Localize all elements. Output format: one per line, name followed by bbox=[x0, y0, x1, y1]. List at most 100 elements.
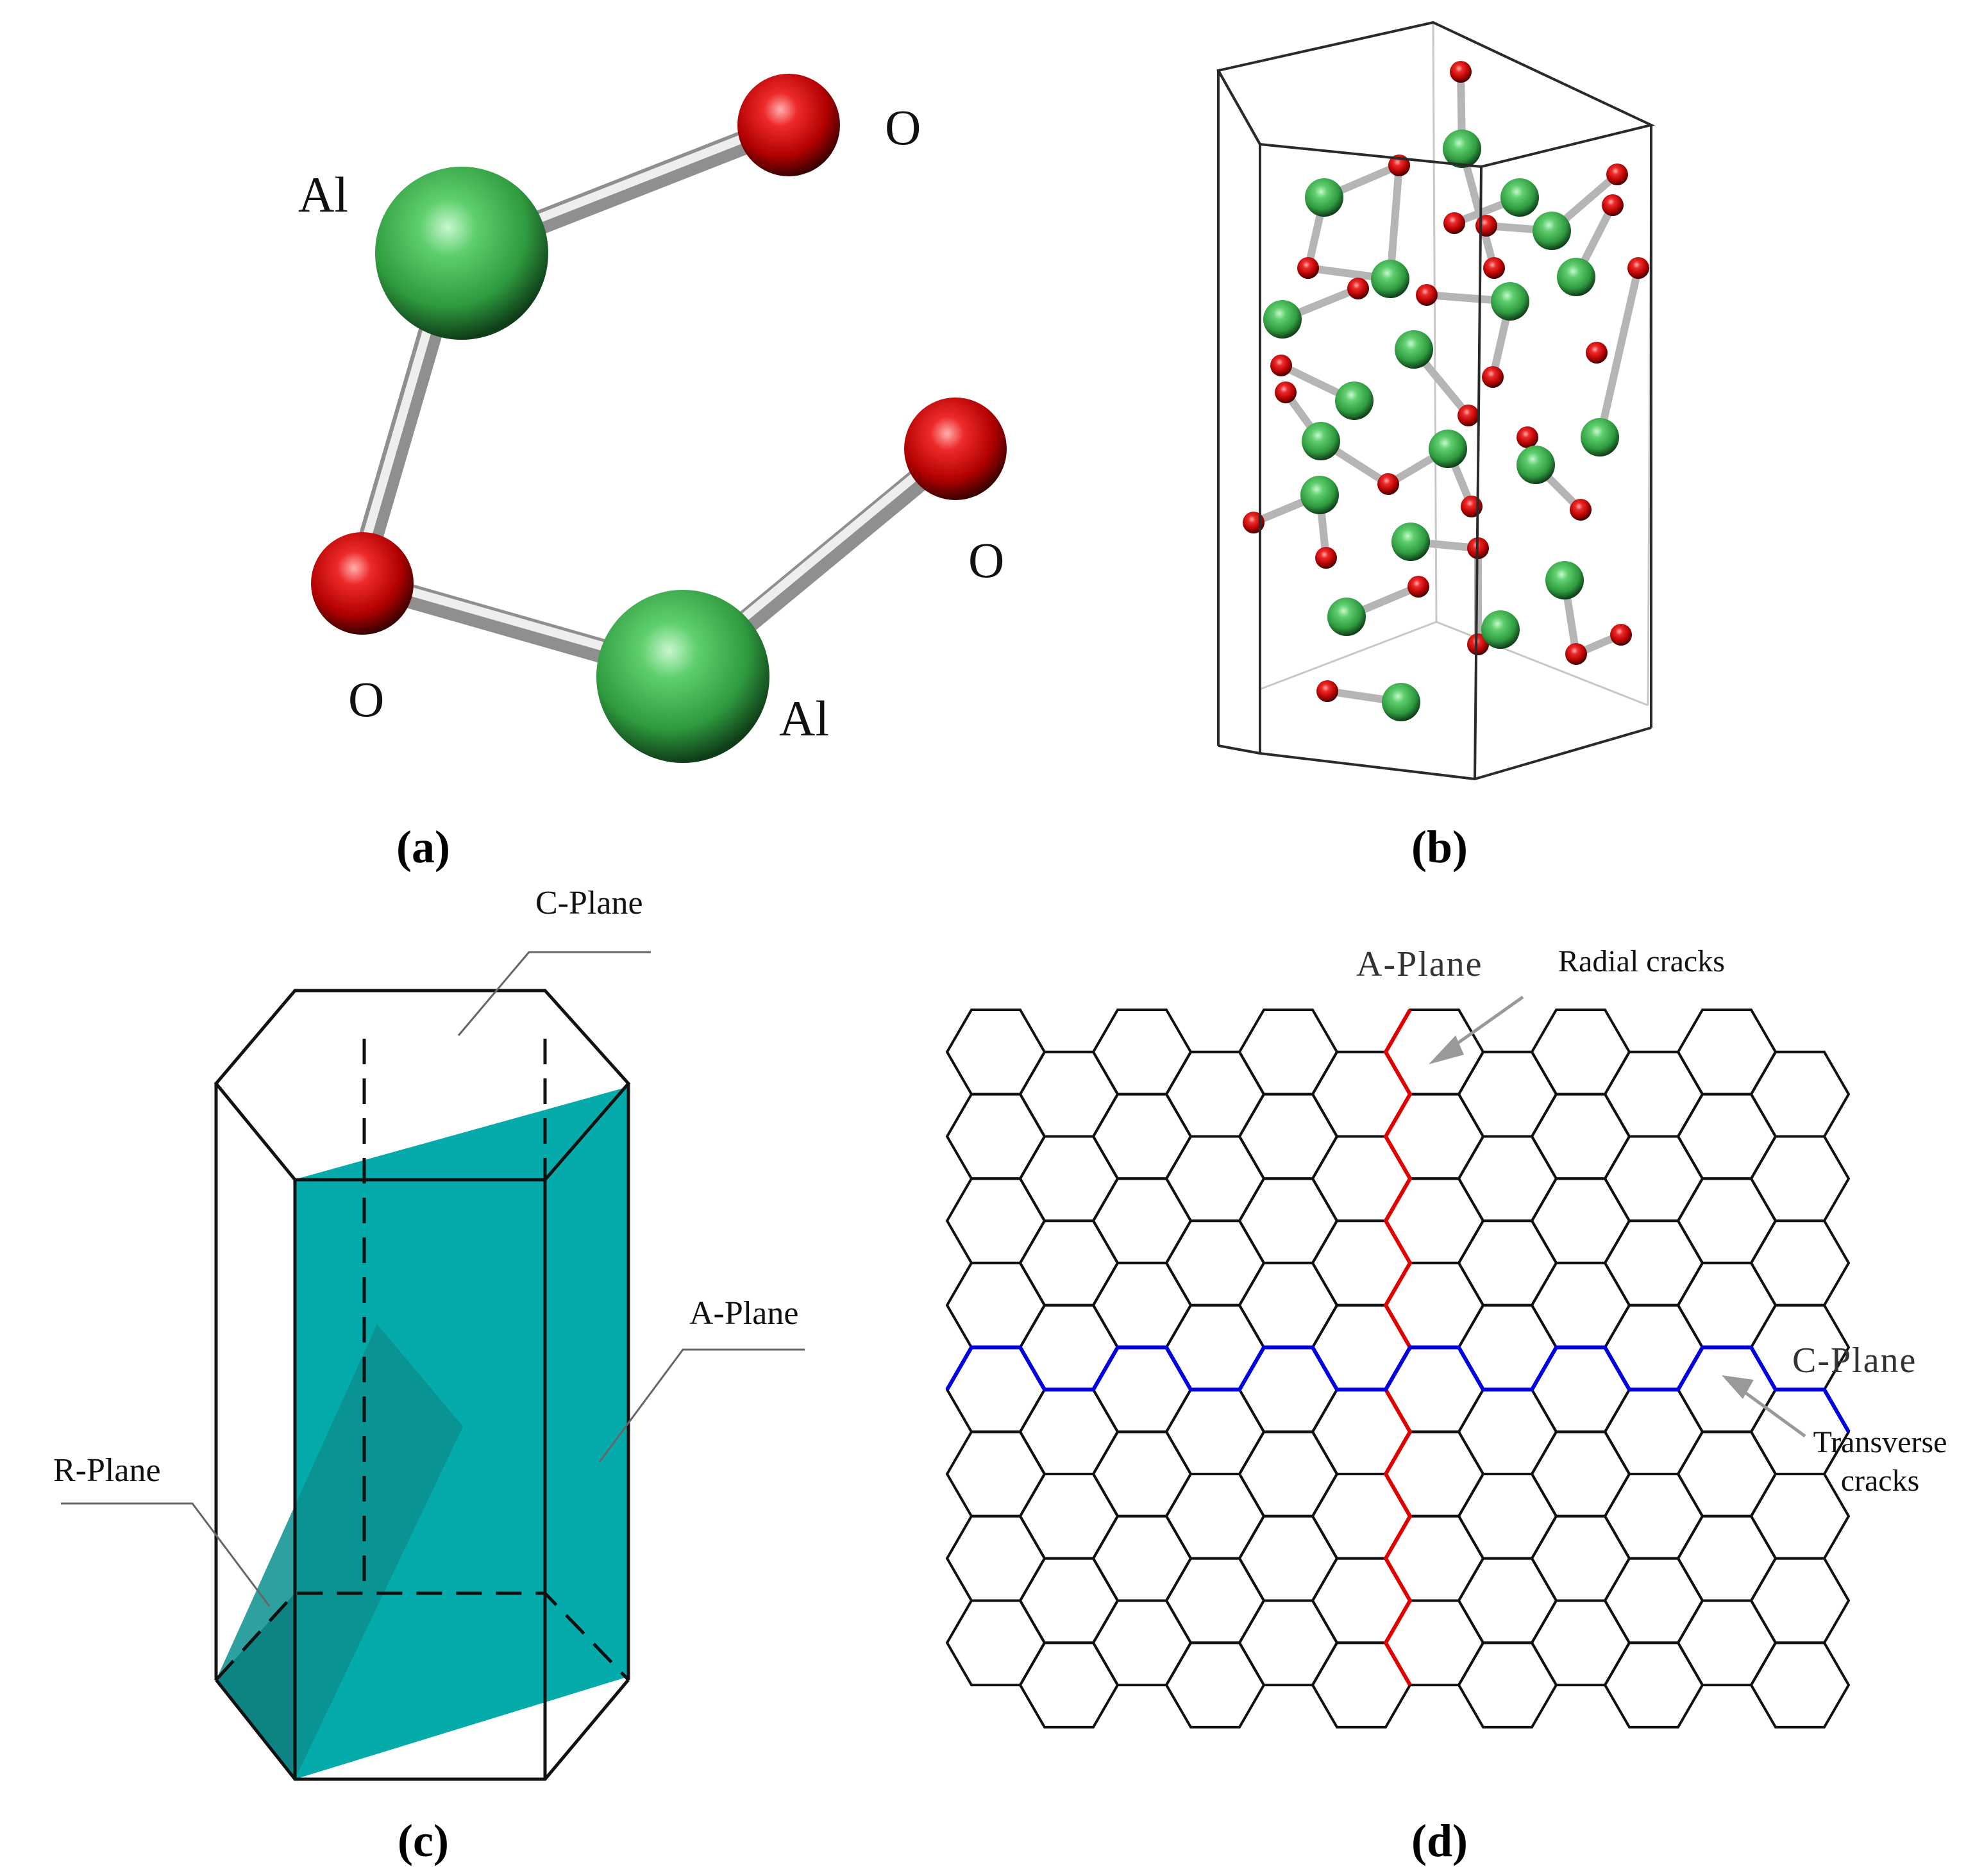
hex-cell bbox=[1530, 1346, 1631, 1434]
hex-cell bbox=[1311, 1388, 1412, 1475]
hex-cell bbox=[1384, 1430, 1485, 1518]
hex-cell bbox=[1164, 1135, 1266, 1223]
panel-b-atoms bbox=[1243, 61, 1649, 721]
r-plane-label: R-Plane bbox=[53, 1452, 161, 1489]
cell-atom-o-10 bbox=[1627, 257, 1649, 279]
d-c-plane-label: C-Plane bbox=[1792, 1341, 1917, 1380]
cell-atom-al-3 bbox=[1533, 212, 1571, 250]
panel-c: C-Plane A-Plane R-Plane (c) bbox=[53, 885, 805, 1866]
hex-cell bbox=[1603, 1135, 1704, 1223]
hex-cell bbox=[1018, 1557, 1120, 1645]
cell-atom-al-12 bbox=[1517, 446, 1555, 484]
hex-cell bbox=[1018, 1050, 1120, 1138]
hex-cell bbox=[1384, 1514, 1485, 1602]
transverse-label-line2: cracks bbox=[1841, 1464, 1920, 1498]
cell-atom-o-25 bbox=[1565, 643, 1587, 665]
hex-cell bbox=[1311, 1473, 1412, 1560]
cell-atom-al-4 bbox=[1371, 260, 1409, 298]
hex-cell bbox=[1311, 1135, 1412, 1223]
hex-cell bbox=[1457, 1050, 1558, 1138]
hex-cell bbox=[1457, 1473, 1558, 1560]
cell-atom-o-17 bbox=[1377, 473, 1399, 495]
cell-atom-o-8 bbox=[1416, 284, 1438, 306]
hex-cell bbox=[945, 1514, 1046, 1602]
cell-atom-o-20 bbox=[1570, 499, 1592, 521]
cell-atom-al-16 bbox=[1545, 561, 1584, 599]
hex-cell bbox=[1164, 1473, 1266, 1560]
hex-cell bbox=[1091, 1261, 1193, 1349]
hex-cell bbox=[1457, 1388, 1558, 1475]
hex-cell bbox=[1091, 1430, 1193, 1518]
cell-atom-al-9 bbox=[1335, 381, 1374, 420]
cell-atom-o-6 bbox=[1297, 257, 1319, 279]
radial-arrow-line bbox=[1445, 995, 1524, 1053]
atom-label-al-bottom: Al bbox=[779, 691, 829, 746]
panel-b-hidden-edges bbox=[1259, 22, 1652, 707]
hex-cell bbox=[1164, 1303, 1266, 1391]
panel-d-caption: (d) bbox=[1411, 1815, 1468, 1866]
hex-cell bbox=[1018, 1473, 1120, 1560]
a-plane-crack-path bbox=[1383, 1009, 1413, 1686]
atom-o-right bbox=[904, 398, 1007, 500]
cell-atom-al-0 bbox=[1443, 130, 1481, 168]
panel-b-caption: (b) bbox=[1411, 821, 1468, 873]
panel-d: A-Plane Radial cracks C-Plane Transverse… bbox=[945, 944, 1947, 1866]
c-plane-crack-path bbox=[945, 1345, 1851, 1433]
hex-cell bbox=[1749, 1473, 1851, 1560]
atom-o-left bbox=[311, 532, 414, 635]
hex-cell bbox=[1164, 1219, 1266, 1307]
hex-cell bbox=[1749, 1219, 1851, 1307]
cell-atom-o-0 bbox=[1450, 61, 1472, 83]
panel-b-bonds bbox=[1250, 68, 1642, 706]
cell-atom-al-8 bbox=[1395, 330, 1433, 369]
hex-cell bbox=[1603, 1388, 1704, 1475]
panel-a: Al O O O Al (a) bbox=[298, 74, 1007, 873]
hex-cell bbox=[1384, 1346, 1485, 1434]
radial-arrowhead bbox=[1429, 1035, 1464, 1064]
hex-cell bbox=[1164, 1050, 1266, 1138]
transverse-label-line1: Transverse bbox=[1813, 1425, 1947, 1459]
panel-c-caption: (c) bbox=[398, 1815, 449, 1866]
hex-cell bbox=[1676, 1261, 1777, 1349]
cell-atom-o-24 bbox=[1467, 633, 1489, 655]
cell-atom-al-5 bbox=[1557, 258, 1595, 296]
cell-atom-al-14 bbox=[1300, 476, 1339, 514]
d-a-plane-label: A-Plane bbox=[1356, 944, 1483, 984]
hex-cell bbox=[945, 1009, 1046, 1096]
hex-cell bbox=[945, 1093, 1046, 1180]
atom-al-top bbox=[375, 167, 548, 340]
panel-a-caption: (a) bbox=[396, 821, 450, 873]
hex-cell bbox=[1238, 1346, 1339, 1434]
cell-atom-o-15 bbox=[1517, 426, 1538, 448]
cell-atom-al-17 bbox=[1327, 598, 1366, 636]
hex-cell bbox=[1749, 1641, 1851, 1729]
atom-label-o-left: O bbox=[348, 671, 384, 727]
hex-cell bbox=[1603, 1219, 1704, 1307]
hex-cell bbox=[1018, 1388, 1120, 1475]
cell-atom-o-21 bbox=[1315, 547, 1337, 569]
hex-cell bbox=[1384, 1177, 1485, 1264]
radial-cracks-label: Radial cracks bbox=[1558, 944, 1725, 978]
hex-cell bbox=[1238, 1599, 1339, 1687]
panel-b-cell-edges bbox=[1216, 21, 1655, 781]
hex-cell bbox=[1091, 1346, 1193, 1434]
hex-cell bbox=[1457, 1219, 1558, 1307]
cell-bond-17 bbox=[1596, 264, 1642, 441]
cell-atom-al-10 bbox=[1302, 422, 1340, 460]
hex-cell bbox=[1676, 1009, 1777, 1096]
cell-atom-o-14 bbox=[1458, 405, 1479, 426]
panel-c-edges bbox=[214, 989, 631, 1781]
hex-cell bbox=[1238, 1009, 1339, 1096]
hex-cell bbox=[1530, 1261, 1631, 1349]
atom-label-o-right: O bbox=[968, 532, 1004, 588]
hex-cell bbox=[1457, 1135, 1558, 1223]
cell-atom-o-27 bbox=[1316, 680, 1338, 702]
atom-label-o-top: O bbox=[885, 99, 921, 155]
panel-d-arrows bbox=[1429, 995, 1806, 1438]
cell-atom-o-2 bbox=[1443, 212, 1465, 234]
hex-cell bbox=[1091, 1093, 1193, 1180]
cell-atom-o-3 bbox=[1475, 215, 1497, 237]
hex-cell bbox=[1238, 1430, 1339, 1518]
cell-atom-al-7 bbox=[1263, 300, 1302, 339]
hex-cell bbox=[1311, 1219, 1412, 1307]
